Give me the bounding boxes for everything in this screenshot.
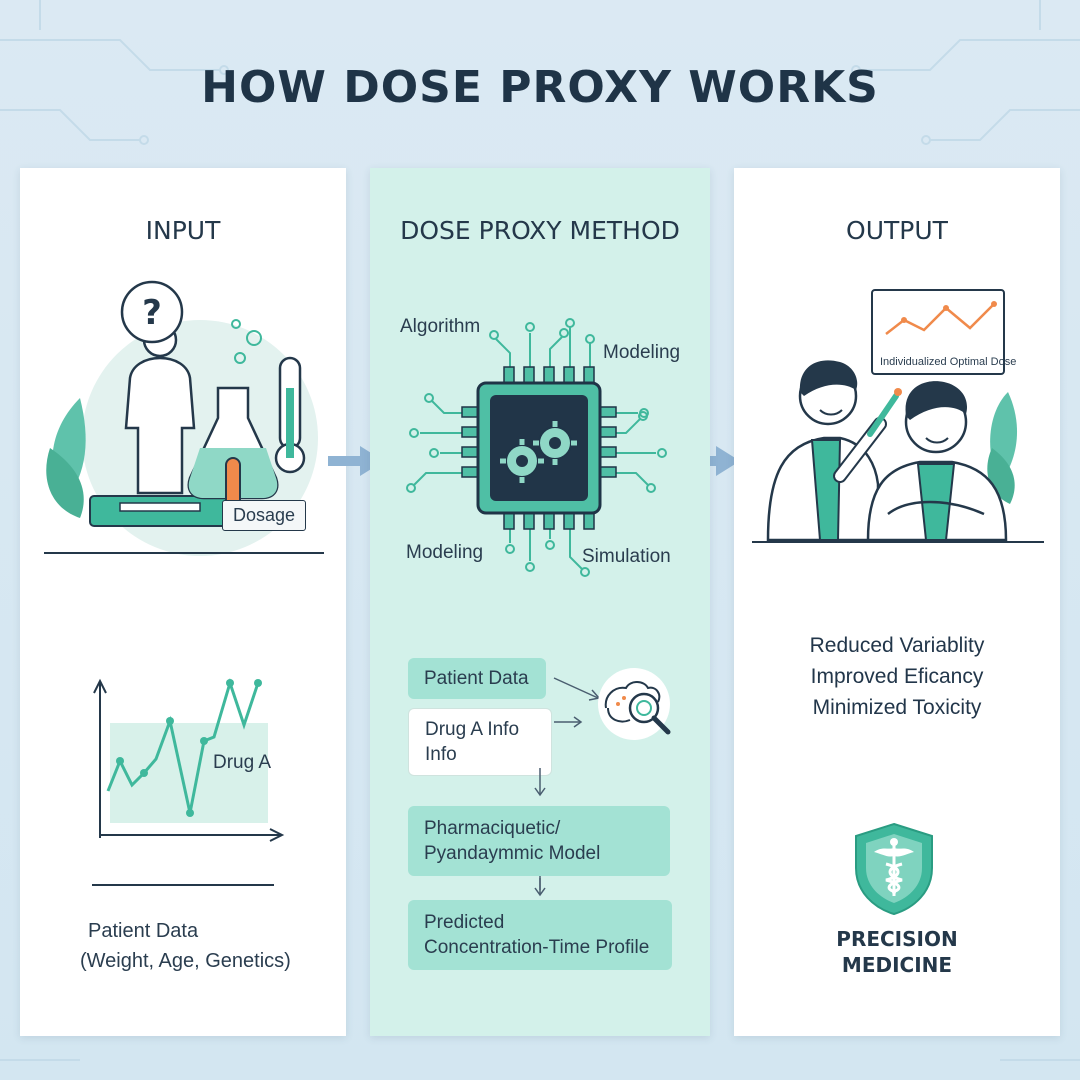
patient-scale-illustration: ? xyxy=(46,280,318,556)
monitor-label: Individualized Optimal Dose xyxy=(880,356,1017,368)
outcome-list: Reduced Variablity Improved Eficancy Min… xyxy=(734,630,1060,723)
dosage-tag-text: Dosage xyxy=(233,505,296,525)
chip-label-simulation: Simulation xyxy=(582,546,671,567)
dosage-tag: Dosage xyxy=(222,500,307,531)
chip-label-modeling-bottom: Modeling xyxy=(406,542,484,563)
brain-analysis-icon xyxy=(598,668,671,740)
flow-drug-info-line2: Info xyxy=(425,744,457,765)
flow-predicted-profile: Predicted Concentration-Time Profile xyxy=(408,900,672,970)
flow-pk-model-line1: Pharmaciquetic/ xyxy=(424,818,561,839)
output-panel: OUTPUT Individualized Optimal Dose Reduc… xyxy=(734,168,1060,1036)
processor-chip-illustration xyxy=(406,318,667,577)
precision-medicine-badge: PRECISION MEDICINE xyxy=(734,926,1060,978)
flow-patient-data-text: Patient Data xyxy=(424,668,529,689)
divider-upper xyxy=(44,552,324,554)
shield-caduceus-icon xyxy=(855,822,933,916)
patient-data-detail: (Weight, Age, Genetics) xyxy=(80,950,291,972)
chip-label-algorithm: Algorithm xyxy=(400,316,481,337)
outcome-reduced-variability: Reduced Variablity xyxy=(809,634,985,657)
flow-predicted-profile-line2: Concentration-Time Profile xyxy=(424,937,650,958)
outcome-minimized-toxicity: Minimized Toxicity xyxy=(812,696,982,719)
method-panel: DOSE PROXY METHOD xyxy=(370,168,710,1036)
method-heading: DOSE PROXY METHOD xyxy=(400,216,680,245)
input-panel: INPUT ? Dosage Drug A xyxy=(20,168,346,1036)
flow-drug-info: Drug A Info Info xyxy=(408,708,552,776)
clinicians-illustration xyxy=(752,289,1044,543)
input-heading: INPUT xyxy=(145,216,221,245)
badge-line1: PRECISION xyxy=(836,927,958,951)
svg-text:?: ? xyxy=(142,293,162,333)
badge-line2: MEDICINE xyxy=(841,953,953,977)
drug-a-chart-label: Drug A xyxy=(213,752,272,773)
flow-predicted-profile-line1: Predicted xyxy=(424,912,505,933)
flow-pk-model-line2: Pyandaymmic Model xyxy=(424,843,601,864)
flow-pk-model: Pharmaciquetic/ Pyandaymmic Model xyxy=(408,806,670,876)
drug-a-chart xyxy=(93,678,285,842)
flow-patient-data: Patient Data xyxy=(408,658,546,699)
flow-arrow-down xyxy=(534,876,546,897)
patient-data-title: Patient Data xyxy=(88,920,199,942)
flow-drug-info-line1: Drug A Info xyxy=(425,719,520,740)
output-heading: OUTPUT xyxy=(846,216,948,245)
divider-lower xyxy=(92,884,274,886)
chip-label-modeling-top: Modeling xyxy=(603,342,681,363)
outcome-improved-efficacy: Improved Eficancy xyxy=(810,665,984,688)
page-title: HOW DOSE PROXY WORKS xyxy=(201,62,879,113)
